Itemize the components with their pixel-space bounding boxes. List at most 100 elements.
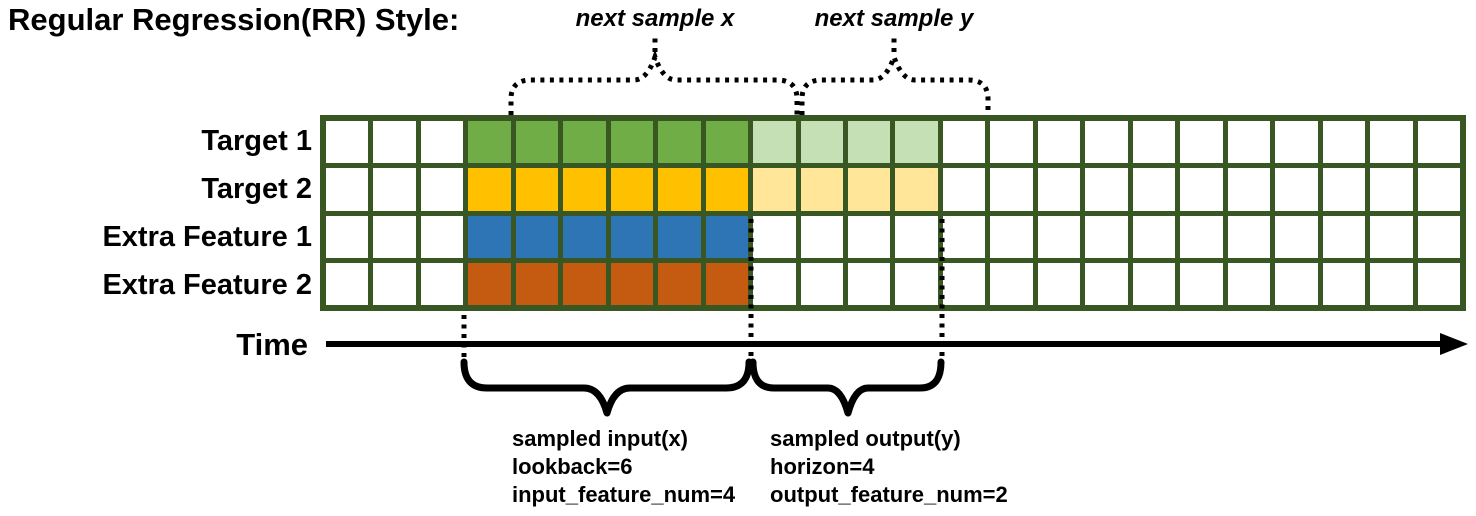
- next-sample-y-brace-dotted: [799, 49, 991, 115]
- grid-cell: [326, 262, 369, 305]
- grid-cell: [895, 168, 938, 211]
- grid-cell: [705, 262, 749, 305]
- grid-cell: [753, 262, 796, 305]
- grid-cell: [515, 262, 559, 305]
- grid-cell: [848, 262, 891, 305]
- sampled-input-note: sampled input(x) lookback=6 input_featur…: [512, 425, 735, 509]
- grid-cell: [1322, 262, 1366, 305]
- grid-cell: [1037, 168, 1081, 211]
- grid-cell: [420, 168, 464, 211]
- grid-cell: [990, 168, 1033, 211]
- grid-cell: [1132, 121, 1176, 164]
- grid-cell: [1275, 215, 1318, 258]
- grid-cell: [658, 215, 701, 258]
- grid-cell: [1085, 262, 1128, 305]
- grid-cell: [1180, 262, 1223, 305]
- grid-cell: [990, 262, 1033, 305]
- sample-grid: [320, 115, 1466, 311]
- grid-cell: [942, 168, 986, 211]
- row-label-target-1: Target 1: [201, 125, 312, 157]
- grid-cell: [420, 215, 464, 258]
- sampled-output-note: sampled output(y) horizon=4 output_featu…: [770, 425, 1008, 509]
- grid-cell: [753, 121, 796, 164]
- grid-cell: [1275, 121, 1318, 164]
- grid-cell: [942, 215, 986, 258]
- grid-cell: [563, 168, 606, 211]
- grid-cell: [753, 168, 796, 211]
- grid-cell: [563, 121, 606, 164]
- grid-cell: [705, 168, 749, 211]
- grid-cell: [895, 121, 938, 164]
- grid-cell: [563, 215, 606, 258]
- grid-cell: [515, 215, 559, 258]
- sampled-input-title: sampled input(x): [512, 426, 689, 451]
- grid-cell: [1370, 121, 1413, 164]
- grid-cell: [848, 121, 891, 164]
- grid-cell: [1370, 215, 1413, 258]
- grid-cell: [942, 121, 986, 164]
- next-sample-x-label: next sample x: [575, 5, 735, 32]
- row-label-extra-feature-1: Extra Feature 1: [102, 221, 312, 253]
- time-axis-label: Time: [236, 327, 308, 362]
- grid-cell: [658, 262, 701, 305]
- grid-cell: [563, 262, 606, 305]
- grid-cell: [1132, 262, 1176, 305]
- grid-cell: [515, 121, 559, 164]
- grid-cell: [1322, 168, 1366, 211]
- grid-cell: [1417, 168, 1460, 211]
- grid-cell: [800, 215, 844, 258]
- grid-cell: [705, 121, 749, 164]
- grid-cell: [610, 215, 654, 258]
- grid-cell: [1132, 215, 1176, 258]
- grid-cell: [895, 262, 938, 305]
- grid-cell: [800, 262, 844, 305]
- grid-cell: [1227, 215, 1271, 258]
- sampled-output-title: sampled output(y): [770, 426, 961, 451]
- diagram-title: Regular Regression(RR) Style:: [8, 2, 460, 37]
- lookback-value: lookback=6: [512, 454, 633, 479]
- grid-cell: [468, 121, 511, 164]
- grid-cell: [942, 262, 986, 305]
- grid-cell: [1417, 215, 1460, 258]
- grid-cell: [373, 168, 416, 211]
- grid-cell: [326, 215, 369, 258]
- sampled-input-brace: [460, 358, 753, 417]
- next-sample-x-brace-dotted: [508, 49, 800, 115]
- grid-cell: [1085, 215, 1128, 258]
- grid-cell: [1275, 168, 1318, 211]
- next-sample-y-label: next sample y: [814, 5, 974, 32]
- grid-cell: [1037, 262, 1081, 305]
- grid-cell: [515, 168, 559, 211]
- grid-cell: [1370, 168, 1413, 211]
- grid-cell: [1037, 215, 1081, 258]
- grid-cell: [420, 262, 464, 305]
- grid-cell: [468, 262, 511, 305]
- row-label-extra-feature-2: Extra Feature 2: [102, 269, 312, 301]
- grid-cell: [1417, 262, 1460, 305]
- grid-cell: [468, 215, 511, 258]
- sampled-output-brace: [749, 358, 945, 417]
- input-feature-num-value: input_feature_num=4: [512, 482, 736, 507]
- grid-cell: [610, 168, 654, 211]
- grid-cell: [1322, 215, 1366, 258]
- grid-cell: [610, 262, 654, 305]
- grid-cell: [800, 121, 844, 164]
- grid-cell: [1085, 168, 1128, 211]
- grid-cell: [373, 215, 416, 258]
- grid-cell: [420, 121, 464, 164]
- grid-cell: [326, 121, 369, 164]
- grid-cell: [1417, 121, 1460, 164]
- grid-cell: [1275, 262, 1318, 305]
- row-label-target-2: Target 2: [201, 173, 312, 205]
- grid-cell: [658, 121, 701, 164]
- grid-cell: [705, 215, 749, 258]
- grid-cell: [1132, 168, 1176, 211]
- grid-cell: [373, 262, 416, 305]
- grid-cell: [1180, 121, 1223, 164]
- grid-cell: [658, 168, 701, 211]
- grid-cell: [1037, 121, 1081, 164]
- grid-cell: [1180, 168, 1223, 211]
- grid-cell: [1370, 262, 1413, 305]
- grid-cell: [1227, 262, 1271, 305]
